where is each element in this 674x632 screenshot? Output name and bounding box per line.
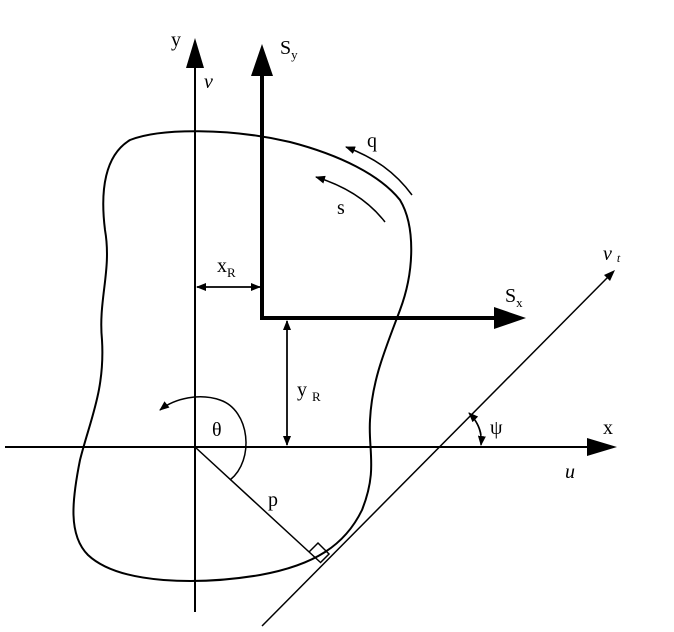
cross-section-outline: [72, 130, 413, 582]
xr-label-main: x: [217, 255, 227, 277]
theta-angle-arc: [159, 396, 247, 481]
u-axis-label: u: [565, 461, 575, 483]
psi-label: ψ: [490, 417, 503, 439]
v-axis-label: ν: [204, 71, 213, 93]
tangent-axis-label: ν t: [603, 244, 620, 264]
x-axis-arrowhead: [587, 438, 617, 456]
sx-arrowhead: [494, 307, 526, 329]
s-label: s: [337, 197, 345, 219]
sx-label-sub: x: [516, 295, 523, 310]
psi-angle-arc-upper-arrow: [468, 412, 482, 436]
tangent-axis-label-sub: t: [616, 251, 621, 265]
theta-label: θ: [212, 419, 222, 441]
perpendicular-p-line: [194, 446, 321, 563]
sy-label: Sy: [280, 37, 298, 61]
tangent-axis-arrowhead: [604, 270, 615, 281]
yr-label: y R: [297, 379, 321, 403]
xr-label: xR: [217, 255, 236, 279]
p-label: p: [268, 489, 278, 511]
tangent-axis-label-main: ν: [603, 243, 612, 265]
xr-label-sub: R: [227, 265, 236, 280]
sx-label-main: S: [505, 285, 517, 307]
yr-label-main: y: [297, 379, 307, 401]
s-direction-arrow: [315, 175, 386, 223]
sx-label: Sx: [505, 285, 523, 309]
right-angle-marker: [308, 541, 331, 564]
x-axis-label: x: [603, 417, 613, 439]
sy-label-main: S: [280, 37, 292, 59]
q-flow-arrow: [345, 146, 413, 196]
tangent-axis-line: [261, 274, 611, 627]
y-axis-label: y: [171, 29, 181, 51]
sy-label-sub: y: [291, 47, 298, 62]
yr-label-sub: R: [312, 389, 321, 404]
sy-arrowhead: [251, 44, 273, 76]
y-axis-arrowhead: [186, 38, 204, 68]
q-label: q: [367, 130, 377, 152]
